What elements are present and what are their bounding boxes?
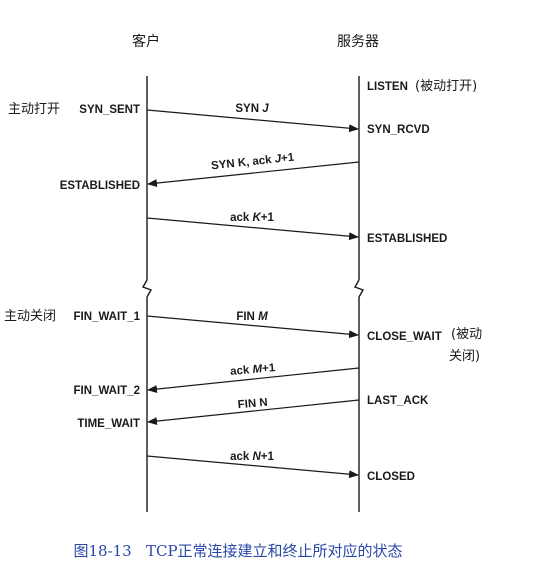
- client-header: 客户: [132, 33, 160, 50]
- msg-syn-k-ack: SYN K, ack J+1: [211, 152, 296, 173]
- msg-syn-j: SYN J: [235, 103, 269, 115]
- server-timeline: [353, 76, 365, 512]
- msg-ack-n: ack N+1: [230, 451, 274, 463]
- client-state-fin-wait-2: FIN_WAIT_2: [74, 385, 140, 397]
- note-passive-open: (被动打开): [415, 79, 477, 94]
- server-state-established: ESTABLISHED: [367, 233, 447, 245]
- msg-fin-m: FIN M: [236, 311, 268, 323]
- note-active-open: 主动打开: [8, 102, 60, 117]
- server-state-last-ack: LAST_ACK: [367, 395, 429, 407]
- client-state-syn-sent: SYN_SENT: [79, 104, 140, 116]
- arrow-syn-j: [146, 109, 359, 133]
- msg-ack-m: ack M+1: [230, 362, 277, 378]
- server-state-close-wait: CLOSE_WAIT: [367, 331, 442, 343]
- client-state-established: ESTABLISHED: [60, 180, 140, 192]
- client-state-time-wait: TIME_WAIT: [77, 418, 140, 430]
- server-state-listen: LISTEN: [367, 81, 408, 93]
- arrow-ack-n: [146, 455, 359, 479]
- arrow-fin-m: [146, 315, 359, 339]
- note-passive-close-2: 关闭): [449, 349, 480, 364]
- client-state-fin-wait-1: FIN_WAIT_1: [74, 311, 141, 323]
- msg-ack-k: ack K+1: [230, 212, 274, 224]
- msg-fin-n: FIN N: [237, 397, 268, 412]
- server-header: 服务器: [337, 34, 379, 50]
- arrow-syn-k-ack: [147, 161, 360, 188]
- figure-caption: 图18-13 TCP正常连接建立和终止所对应的状态: [73, 542, 402, 560]
- server-state-closed: CLOSED: [367, 471, 415, 483]
- arrow-ack-m: [147, 367, 360, 394]
- arrow-ack-k: [146, 217, 359, 241]
- server-state-syn-rcvd: SYN_RCVD: [367, 124, 430, 136]
- arrow-fin-n: [147, 399, 360, 426]
- note-passive-close-1: (被动: [451, 327, 482, 342]
- note-active-close: 主动关闭: [4, 309, 56, 324]
- client-timeline: [141, 76, 153, 512]
